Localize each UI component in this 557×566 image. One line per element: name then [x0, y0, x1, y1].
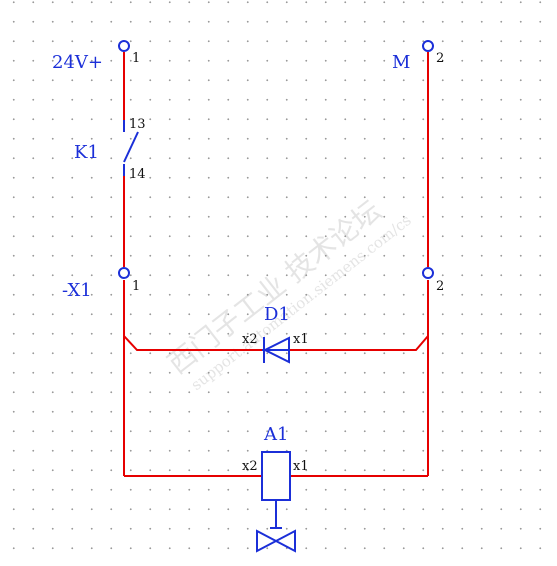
k1-contact-14-label: 14 — [129, 167, 146, 182]
wire-diode-left — [123, 335, 262, 351]
d1-label: D1 — [264, 304, 290, 325]
d1-pin-x2-label: x2 — [242, 332, 258, 347]
k1-label: K1 — [74, 142, 99, 163]
labels: 24V+ 1 M 2 K1 13 14 -X1 1 2 D1 x2 x1 A1 … — [52, 51, 444, 474]
wire-diode-right — [290, 335, 429, 351]
terminal-24v-icon — [118, 40, 130, 52]
x1-terminal-2-label: 2 — [436, 279, 444, 294]
terminal-m-icon — [422, 40, 434, 52]
terminal-2-label: 2 — [436, 51, 444, 66]
supply-plus-label: 24V+ — [52, 52, 103, 73]
terminal-1-label: 1 — [132, 51, 140, 66]
x1-terminal-1-label: 1 — [132, 279, 140, 294]
x1-terminal-2-icon — [422, 267, 434, 279]
valve-icon — [256, 518, 296, 553]
symbols — [118, 40, 434, 553]
watermark-line2: support.automation.siemens.com/cs — [188, 211, 415, 394]
a1-pin-x2-label: x2 — [242, 459, 258, 474]
k1-contact-icon — [123, 120, 139, 176]
supply-minus-label: M — [392, 52, 410, 73]
watermark-line1: 西门子工业 技术论坛 — [162, 194, 388, 381]
a1-pin-x1-label: x1 — [293, 459, 309, 474]
watermark: 西门子工业 技术论坛 support.automation.siemens.co… — [162, 194, 415, 394]
k1-contact-13-label: 13 — [129, 117, 146, 132]
d1-diode-icon — [262, 336, 290, 364]
a1-label: A1 — [263, 424, 288, 445]
wiring — [123, 52, 429, 477]
x1-label: -X1 — [62, 280, 92, 301]
d1-pin-x1-label: x1 — [293, 332, 309, 347]
a1-coil-icon — [261, 451, 291, 518]
x1-terminal-1-icon — [118, 267, 130, 279]
